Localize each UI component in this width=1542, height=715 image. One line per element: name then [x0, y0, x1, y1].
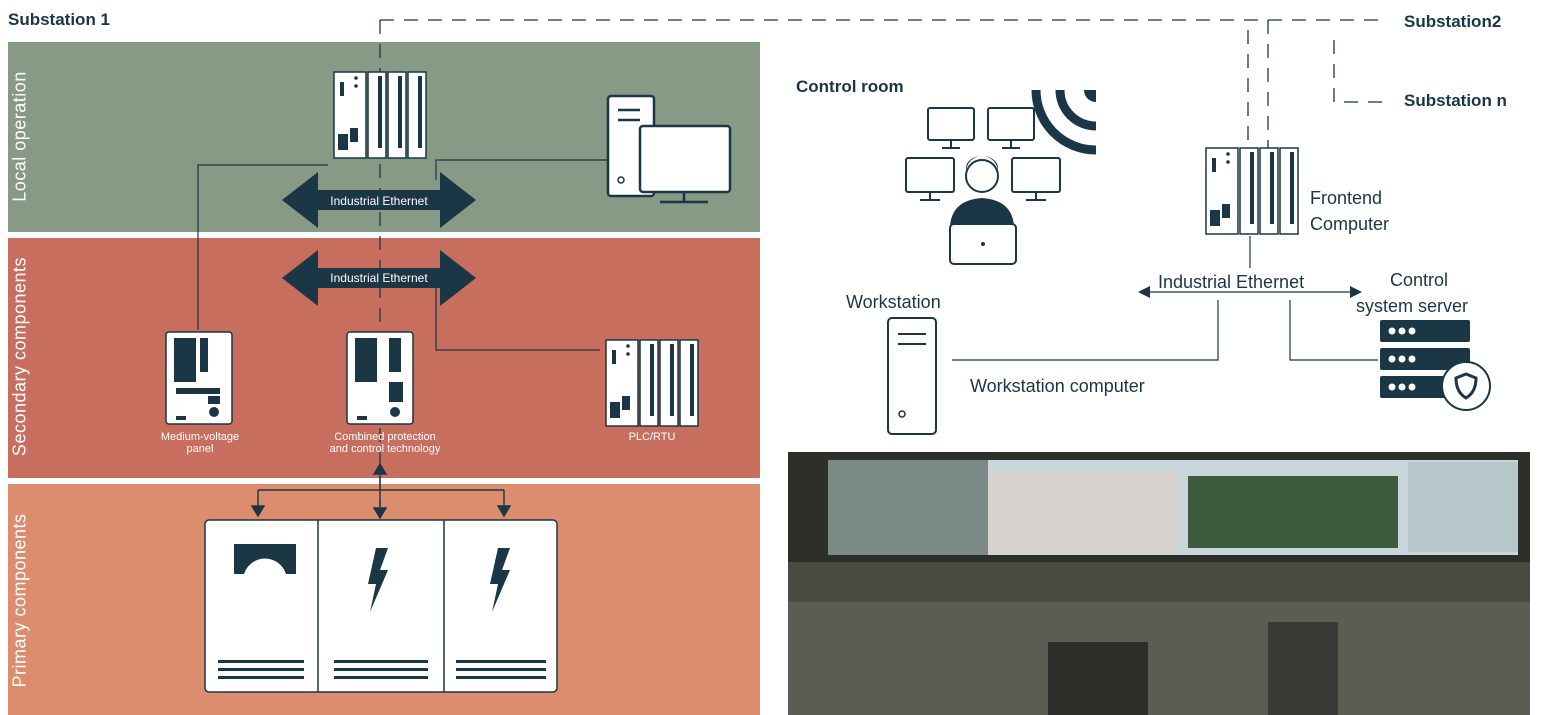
combined-protection-device — [346, 331, 414, 425]
ethernet-label-local: Industrial Ethernet — [330, 194, 428, 208]
mv-panel-device — [165, 331, 233, 425]
server-label-2: system server — [1356, 296, 1469, 316]
workstation-label: Workstation — [846, 292, 941, 312]
combined-protection-label: Combined protection and control technolo… — [329, 431, 441, 455]
substation2-label: Substation2 — [1404, 12, 1502, 31]
plc-rtu-label: PLC/RTU — [628, 431, 676, 443]
workstation-icon — [887, 317, 937, 435]
frontend-label-2: Computer — [1310, 214, 1390, 234]
mv-panel-label: Medium-voltage panel — [160, 431, 240, 455]
frontend-rack — [1205, 147, 1299, 235]
ethernet-label-right: Industrial Ethernet — [1158, 272, 1305, 292]
substation-n-label: Substation n — [1404, 91, 1507, 110]
workstation-computer-label: Workstation computer — [970, 376, 1145, 396]
ethernet-arrow-local — [282, 172, 476, 228]
plc-rtu-rack — [605, 339, 699, 427]
ethernet-label-secondary: Industrial Ethernet — [330, 271, 428, 285]
control-room-photo — [788, 452, 1530, 715]
server-label-1: Control — [1390, 270, 1449, 290]
operator-icon — [949, 156, 1017, 265]
ethernet-arrow-secondary — [282, 250, 476, 306]
substation1-label: Substation 1 — [8, 10, 111, 29]
control-room-label: Control room — [796, 77, 904, 96]
plc-rack-top — [333, 71, 427, 159]
switchgear-cabinets — [204, 519, 558, 693]
frontend-label-1: Frontend — [1310, 188, 1383, 208]
server-icon — [1380, 320, 1491, 411]
